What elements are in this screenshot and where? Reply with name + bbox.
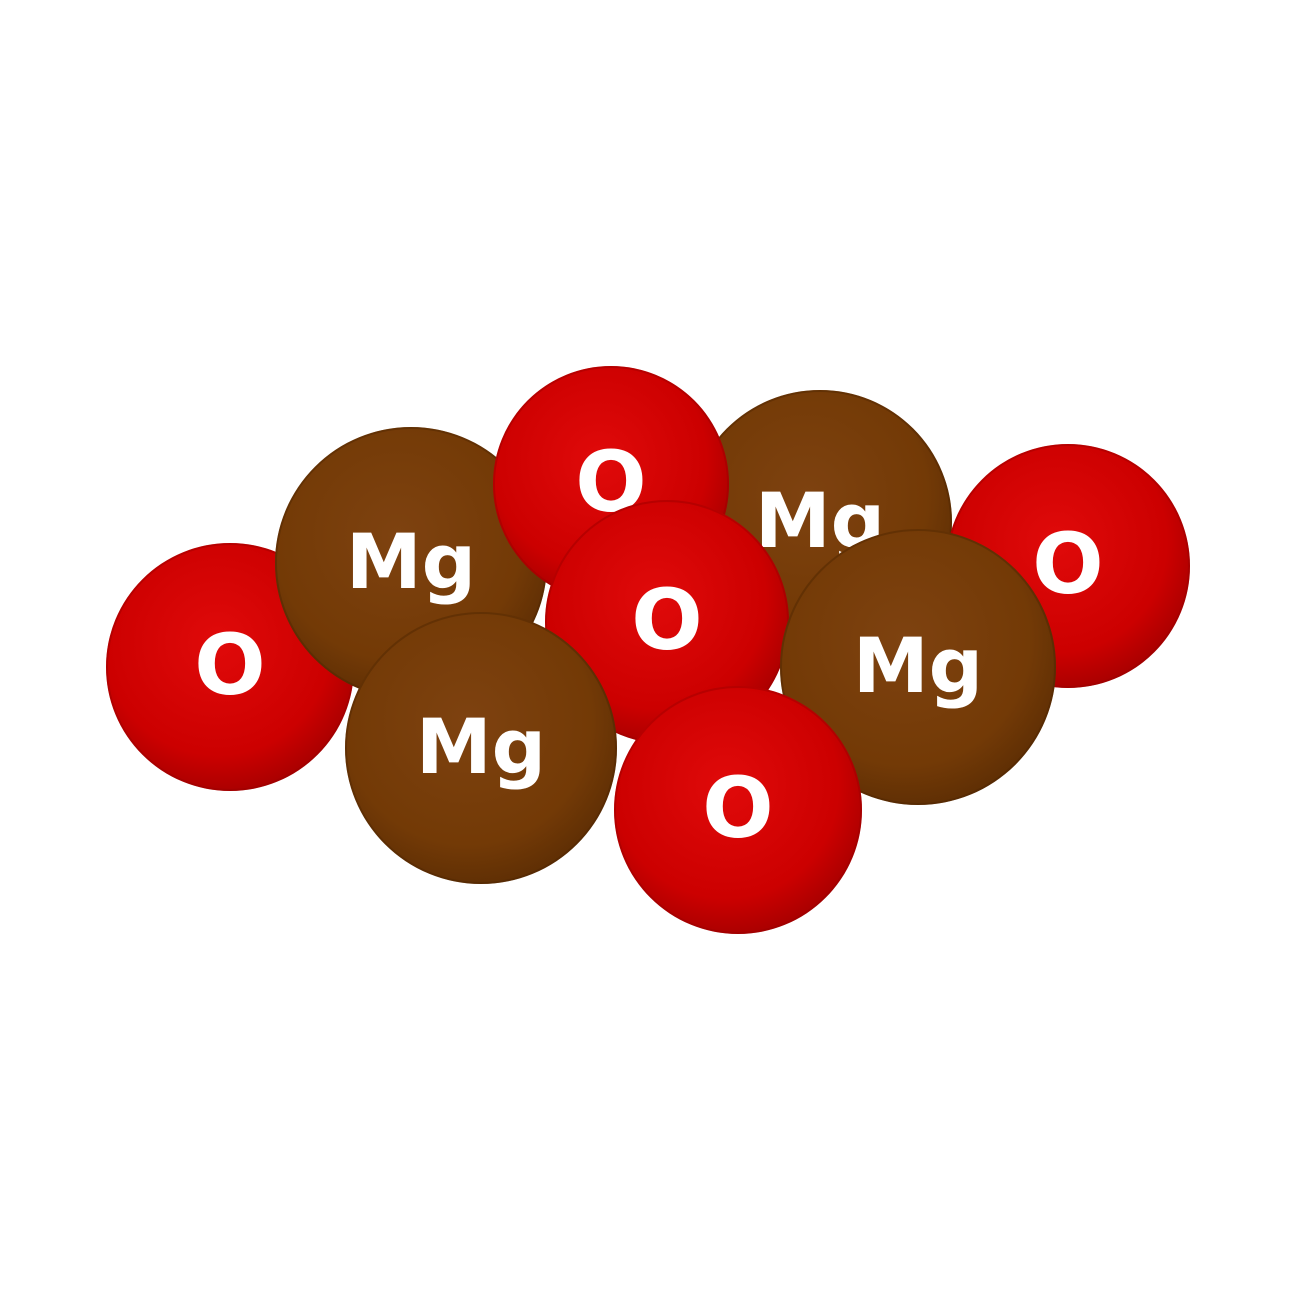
oxygen-atom-label: O <box>194 616 265 714</box>
magnesium-atom: Mg <box>345 612 617 884</box>
magnesium-atom: Mg <box>780 529 1056 805</box>
magnesium-atom-label: Mg <box>416 702 546 791</box>
magnesium-atom-rim <box>345 612 617 884</box>
oxygen-atom-sphere <box>614 686 862 934</box>
oxygen-atom: O <box>614 686 862 934</box>
oxygen-atom-label: O <box>702 759 773 857</box>
oxygen-atom-label: O <box>631 571 702 669</box>
oxygen-atom-rim <box>614 686 862 934</box>
oxygen-atom-label: O <box>1032 515 1103 613</box>
oxygen-atom: O <box>545 500 789 744</box>
oxygen-atom-sphere <box>545 500 789 744</box>
magnesium-atom-sphere <box>780 529 1056 805</box>
magnesium-atom-label: Mg <box>346 517 476 606</box>
magnesium-atom-label: Mg <box>853 621 983 710</box>
magnesium-atom-rim <box>780 529 1056 805</box>
magnesium-atom-sphere <box>345 612 617 884</box>
